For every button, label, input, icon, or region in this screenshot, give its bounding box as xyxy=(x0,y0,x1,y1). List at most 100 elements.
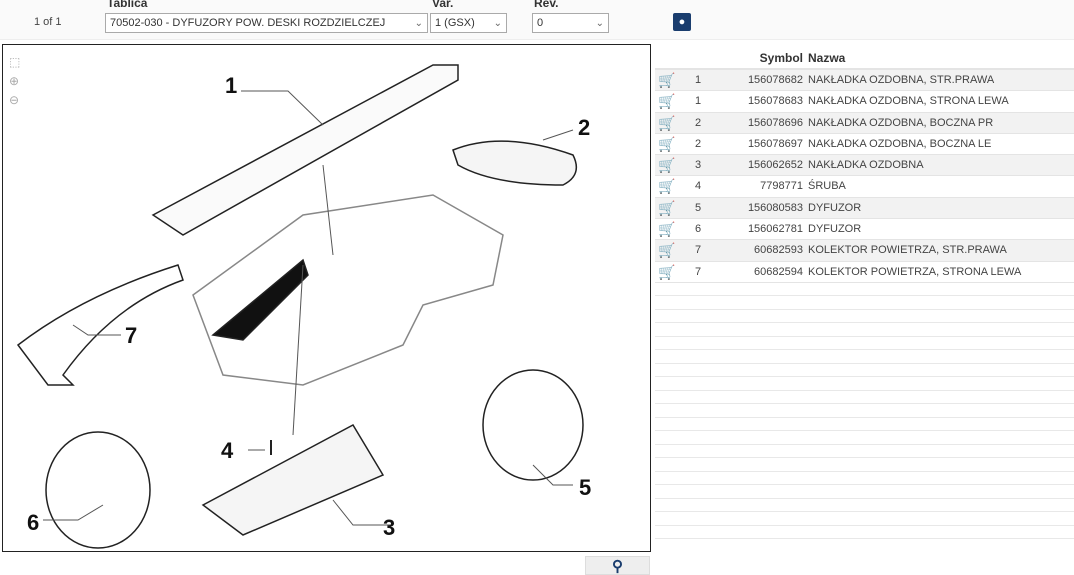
table-select[interactable]: 70502-030 - DYFUZORY POW. DESKI ROZDZIEL… xyxy=(105,13,428,33)
lightbulb-icon[interactable]: ● xyxy=(673,13,691,31)
add-to-cart-icon[interactable]: 🛒 xyxy=(658,263,676,280)
empty-row xyxy=(655,323,1074,337)
symbol: 156078682 xyxy=(747,74,803,86)
position: 6 xyxy=(695,223,702,236)
table-row[interactable]: 🛒 5 156080583 DYFUZOR xyxy=(655,197,1074,220)
add-to-cart-icon[interactable]: 🛒 xyxy=(658,199,676,216)
empty-row xyxy=(655,391,1074,405)
exploded-view-drawing: 1 2 3 4 5 6 7 xyxy=(16,64,591,549)
callout-3: 3 xyxy=(383,515,395,540)
symbol: 156078696 xyxy=(747,116,803,129)
rev-select-value: 0 xyxy=(537,17,544,29)
empty-row xyxy=(655,485,1074,499)
callout-5: 5 xyxy=(579,475,591,500)
position: 2 xyxy=(695,137,702,150)
empty-row xyxy=(655,512,1074,526)
position: 7 xyxy=(695,244,702,257)
empty-row xyxy=(655,350,1074,364)
add-to-cart-icon[interactable]: 🛒 xyxy=(658,242,676,259)
empty-row xyxy=(655,404,1074,418)
table-row[interactable]: 🛒 4 7798771 ŚRUBA xyxy=(655,176,1074,198)
part-name: NAKŁADKA OZDOBNA, STR.PRAWA xyxy=(808,74,995,86)
callout-1: 1 xyxy=(225,73,237,98)
part-name: NAKŁADKA OZDOBNA, BOCZNA LE xyxy=(808,137,992,150)
position: 1 xyxy=(695,74,702,86)
symbol: 7798771 xyxy=(760,180,803,193)
table-row[interactable]: 🛒 6 156062781 DYFUZOR xyxy=(655,219,1074,241)
rev-select[interactable]: 0⌄ xyxy=(532,13,609,33)
add-to-cart-icon[interactable]: 🛒 xyxy=(658,221,676,238)
position: 1 xyxy=(695,95,702,108)
add-to-cart-icon[interactable]: 🛒 xyxy=(658,178,676,195)
empty-row xyxy=(655,310,1074,324)
table-row[interactable]: 🛒 2 156078697 NAKŁADKA OZDOBNA, BOCZNA LE xyxy=(655,134,1074,156)
table-row[interactable]: 🛒 3 156062652 NAKŁADKA OZDOBNA xyxy=(655,155,1074,177)
add-to-cart-icon[interactable]: 🛒 xyxy=(658,157,676,174)
chevron-down-icon: ⌄ xyxy=(595,17,604,29)
table-row[interactable]: 🛒 2 156078696 NAKŁADKA OZDOBNA, BOCZNA PR xyxy=(655,112,1074,134)
position: 5 xyxy=(695,201,702,214)
search-button[interactable]: ⚲ xyxy=(585,556,650,575)
parts-diagram[interactable]: ⬚ ⊕ ⊖ 1 2 3 4 5 6 7 xyxy=(2,44,651,552)
col-name: Nazwa xyxy=(808,51,846,65)
fit-screen-icon[interactable]: ⬚ xyxy=(9,55,21,69)
empty-row xyxy=(655,296,1074,310)
chevron-down-icon: ⌄ xyxy=(414,17,423,29)
var-select[interactable]: 1 (GSX) ⌄ xyxy=(430,13,507,33)
callout-2: 2 xyxy=(578,115,590,140)
part-name: KOLEKTOR POWIETRZA, STRONA LEWA xyxy=(808,265,1022,278)
zoom-out-icon[interactable]: ⊖ xyxy=(9,93,20,107)
part-name: DYFUZOR xyxy=(808,201,862,214)
symbol: 156078697 xyxy=(747,137,803,150)
zoom-in-icon[interactable]: ⊕ xyxy=(9,74,20,88)
empty-row xyxy=(655,377,1074,391)
chevron-down-icon: ⌄ xyxy=(493,17,502,29)
col-symbol: Symbol xyxy=(759,51,803,65)
empty-row xyxy=(655,337,1074,351)
position: 3 xyxy=(695,159,702,172)
empty-row xyxy=(655,472,1074,486)
var-select-value: 1 (GSX) xyxy=(435,17,475,29)
add-to-cart-icon[interactable]: 🛒 xyxy=(658,72,676,88)
empty-row xyxy=(655,458,1074,472)
symbol: 60682593 xyxy=(754,244,803,257)
part-name: KOLEKTOR POWIETRZA, STR.PRAWA xyxy=(808,244,1007,257)
symbol: 156062781 xyxy=(747,223,803,236)
table-row[interactable]: 🛒 7 60682594 KOLEKTOR POWIETRZA, STRONA LEW… xyxy=(655,262,1074,283)
part-name: ŚRUBA xyxy=(808,180,846,193)
empty-row xyxy=(655,431,1074,445)
page-count: 1 of 1 xyxy=(34,16,62,28)
search-icon: ⚲ xyxy=(612,558,623,575)
var-label: Var. xyxy=(432,0,454,10)
table-select-value: 70502-030 - DYFUZORY POW. DESKI ROZDZIEL… xyxy=(110,17,386,29)
symbol: 156080583 xyxy=(747,201,803,214)
table-label: Tablica xyxy=(107,0,148,10)
toolbar: 1 of 1 Tablica Var. Rev. 70502-030 - DYF… xyxy=(0,0,1074,40)
callout-6: 6 xyxy=(27,510,39,535)
empty-row xyxy=(655,526,1074,540)
symbol: 60682594 xyxy=(754,265,803,278)
symbol: 156078683 xyxy=(747,95,803,108)
symbol: 156062652 xyxy=(747,159,803,172)
empty-row xyxy=(655,364,1074,378)
callout-4: 4 xyxy=(221,438,234,463)
table-row[interactable]: 🛒 7 60682593 KOLEKTOR POWIETRZA, STR.PRAWA xyxy=(655,240,1074,262)
callout-7: 7 xyxy=(125,323,137,348)
part-name: NAKŁADKA OZDOBNA, STRONA LEWA xyxy=(808,95,1009,108)
empty-row xyxy=(655,418,1074,432)
empty-row xyxy=(655,499,1074,513)
table-row[interactable]: 🛒 1 156078683 NAKŁADKA OZDOBNA, STRONA LEWA xyxy=(655,91,1074,113)
add-to-cart-icon[interactable]: 🛒 xyxy=(658,93,676,110)
position: 4 xyxy=(695,180,702,193)
part-name: NAKŁADKA OZDOBNA xyxy=(808,159,924,172)
add-to-cart-icon[interactable]: 🛒 xyxy=(658,135,676,152)
add-to-cart-icon[interactable]: 🛒 xyxy=(658,114,676,131)
empty-row xyxy=(655,445,1074,459)
table-row[interactable]: 🛒 1 156078682 NAKŁADKA OZDOBNA, STR.PRAWA xyxy=(655,70,1074,92)
position: 7 xyxy=(695,265,702,278)
position: 2 xyxy=(695,116,702,129)
empty-row xyxy=(655,283,1074,297)
part-name: DYFUZOR xyxy=(808,223,862,236)
part-name: NAKŁADKA OZDOBNA, BOCZNA PR xyxy=(808,116,994,129)
